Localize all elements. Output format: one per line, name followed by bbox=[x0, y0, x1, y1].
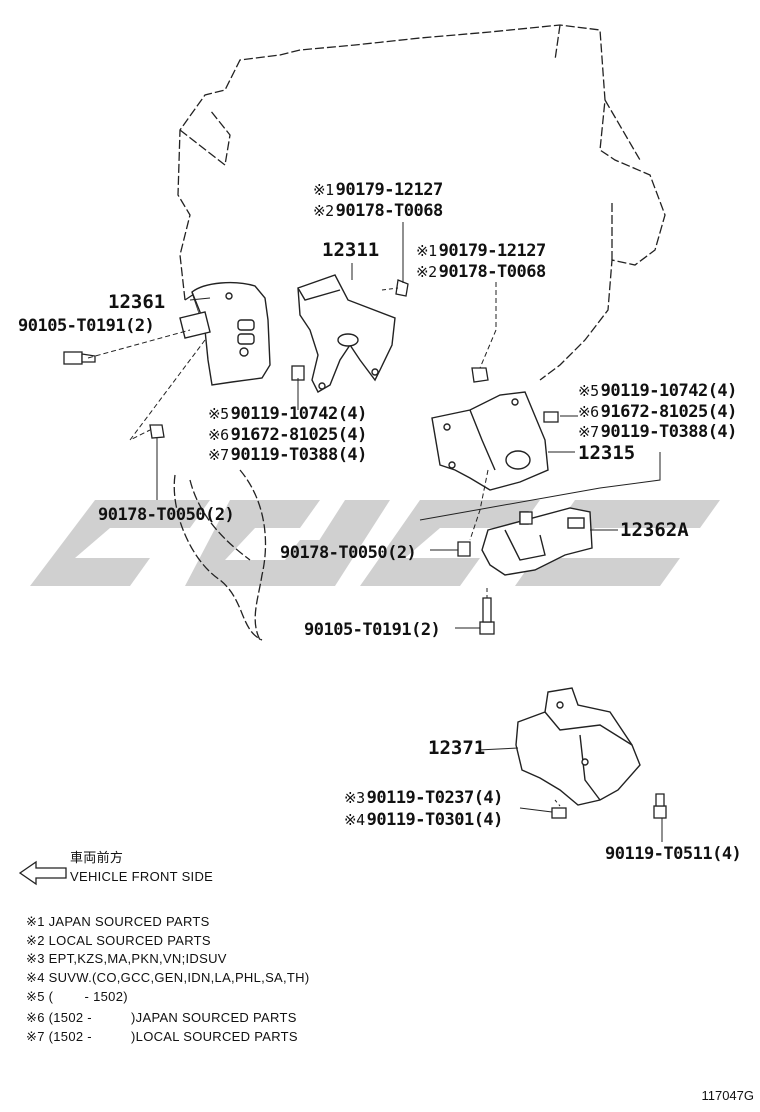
callout-label: 12311 bbox=[322, 239, 380, 261]
front-direction-japanese: 車両前方 bbox=[70, 850, 124, 865]
front-direction-english: VEHICLE FRONT SIDE bbox=[70, 869, 214, 884]
note-item: ※7 (1502 - )LOCAL SOURCED PARTS bbox=[26, 1029, 298, 1044]
note-item: ※4 SUVW.(CO,GCC,GEN,IDN,LA,PHL,SA,TH) bbox=[26, 970, 310, 985]
part-12362A bbox=[481, 507, 593, 576]
part-12361 bbox=[179, 281, 271, 386]
part-12315 bbox=[431, 391, 549, 491]
note-item: ※5 ( - 1502) bbox=[26, 989, 128, 1004]
note-item: ※6 (1502 - )JAPAN SOURCED PARTS bbox=[26, 1010, 297, 1025]
callout-label: 90105-T0191(2) bbox=[18, 316, 155, 336]
callout-label: 90178-T0050(2) bbox=[280, 543, 417, 563]
front-direction-arrow-icon bbox=[18, 860, 67, 886]
part-12311 bbox=[297, 274, 396, 393]
callout-label: 12362A bbox=[620, 519, 689, 541]
callout-label: 12315 bbox=[578, 442, 636, 464]
diagram-id: 117047G bbox=[701, 1088, 754, 1103]
part-12371 bbox=[515, 687, 641, 806]
callout-label: 90105-T0191(2) bbox=[304, 620, 441, 640]
leader-lines bbox=[87, 222, 663, 842]
note-item: ※1 JAPAN SOURCED PARTS bbox=[26, 914, 210, 929]
callout-label: 90119-T0511(4) bbox=[605, 844, 742, 864]
fasteners bbox=[63, 279, 667, 819]
note-item: ※2 LOCAL SOURCED PARTS bbox=[26, 933, 211, 948]
note-item: ※3 EPT,KZS,MA,PKN,VN;IDSUV bbox=[26, 951, 227, 966]
callout-label: 90178-T0050(2) bbox=[98, 505, 235, 525]
callout-label: 12361 bbox=[108, 291, 166, 313]
callout-label: 12371 bbox=[428, 737, 486, 759]
engine-outline bbox=[173, 24, 666, 641]
